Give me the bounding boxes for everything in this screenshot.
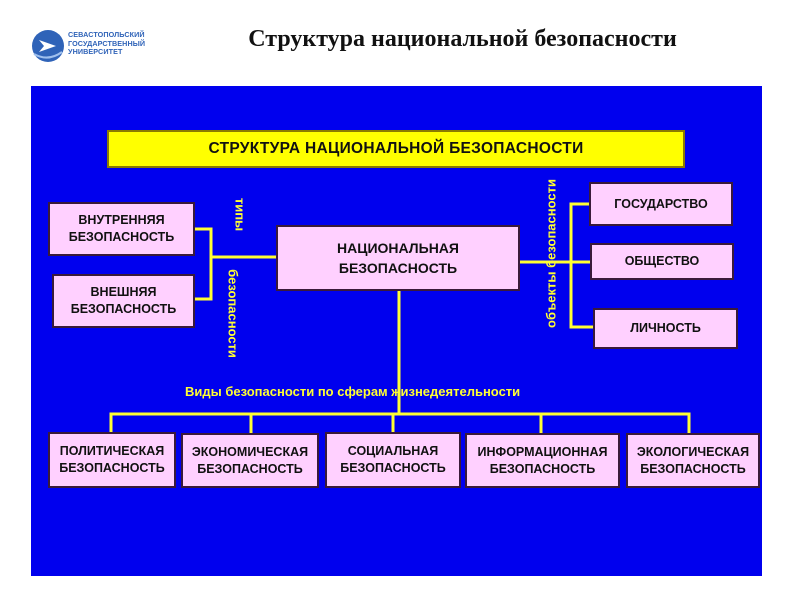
diagram-panel: СТРУКТУРА НАЦИОНАЛЬНОЙ БЕЗОПАСНОСТИ ВНУТ… [31, 86, 762, 576]
sphere-box-political: ПОЛИТИЧЕСКАЯ БЕЗОПАСНОСТЬ [48, 432, 176, 488]
slide-title: Структура национальной безопасности [248, 26, 677, 52]
object-box-state: ГОСУДАРСТВО [589, 182, 733, 226]
sphere-box-ecological: ЭКОЛОГИЧЕСКАЯ БЕЗОПАСНОСТЬ [626, 433, 760, 488]
sphere-box-economic: ЭКОНОМИЧЕСКАЯ БЕЗОПАСНОСТЬ [181, 433, 319, 488]
object-box-society: ОБЩЕСТВО [590, 243, 734, 280]
types-label-security: безопасности [225, 269, 241, 358]
connector-type-inner [194, 227, 213, 301]
object-box-person: ЛИЧНОСТЬ [593, 308, 738, 349]
sphere-box-social: СОЦИАЛЬНАЯ БЕЗОПАСНОСТЬ [325, 432, 461, 488]
connector-spheres-bar [109, 412, 691, 435]
type-box-external: ВНЕШНЯЯ БЕЗОПАСНОСТЬ [52, 274, 195, 328]
type-box-internal: ВНУТРЕННЯЯ БЕЗОПАСНОСТЬ [48, 202, 195, 256]
connector-lines [109, 202, 691, 435]
logo-text: СЕВАСТОПОЛЬСКИЙ ГОСУДАРСТВЕННЫЙ УНИВЕРСИ… [68, 30, 146, 57]
connector-objects [569, 202, 593, 329]
spheres-label: Виды безопасности по сферам жизнедеятель… [185, 384, 521, 399]
logo-line: ГОСУДАРСТВЕННЫЙ [68, 38, 146, 48]
logo-line: УНИВЕРСИТЕТ [68, 47, 123, 57]
logo-emblem-icon [32, 30, 64, 62]
sphere-box-information: ИНФОРМАЦИОННАЯ БЕЗОПАСНОСТЬ [465, 433, 620, 488]
national-security-box: НАЦИОНАЛЬНАЯ БЕЗОПАСНОСТЬ [276, 225, 520, 291]
objects-label: объекты безопасности [543, 179, 559, 328]
logo-line: СЕВАСТОПОЛЬСКИЙ [68, 30, 145, 39]
diagram-title: СТРУКТУРА НАЦИОНАЛЬНОЙ БЕЗОПАСНОСТИ [107, 130, 685, 168]
types-label: типы [232, 197, 248, 232]
university-logo: СЕВАСТОПОЛЬСКИЙ ГОСУДАРСТВЕННЫЙ УНИВЕРСИ… [30, 28, 180, 68]
